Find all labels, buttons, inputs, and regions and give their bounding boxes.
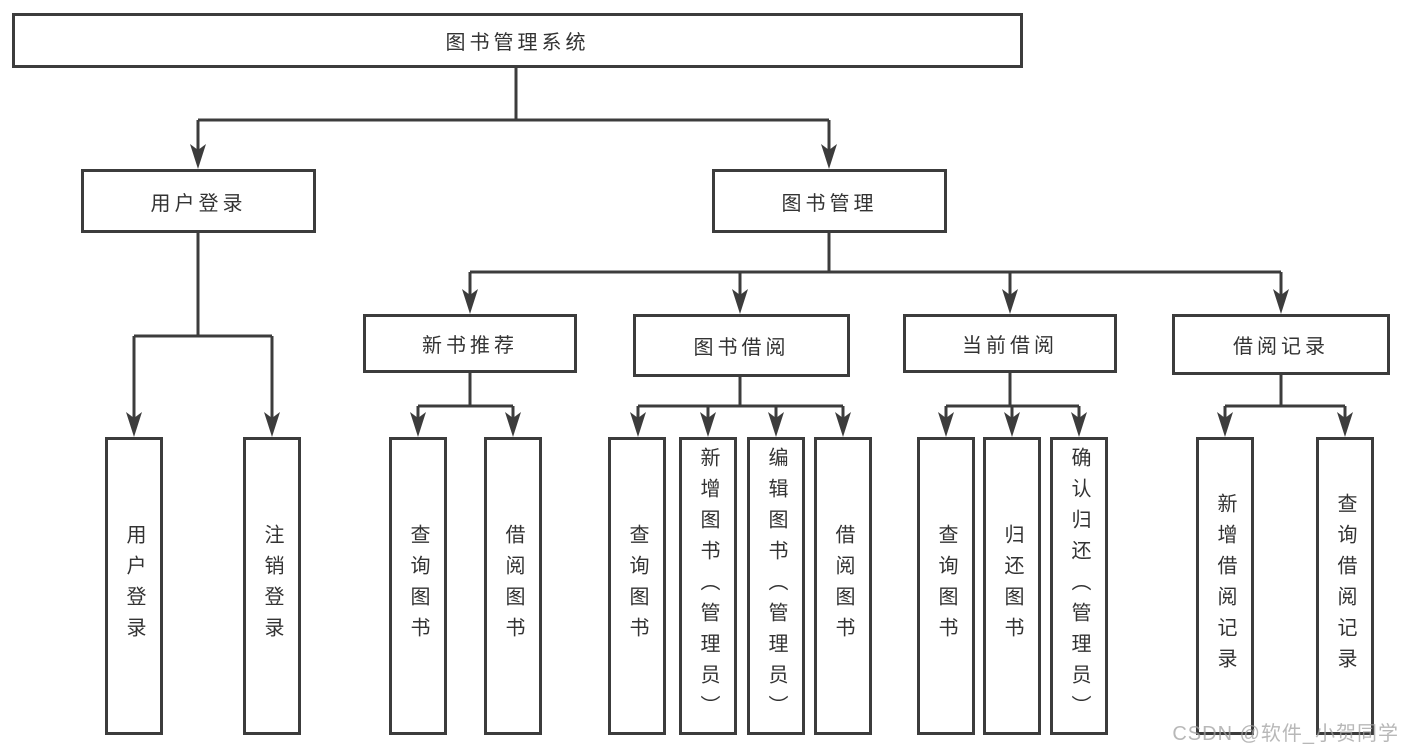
node-label: 借阅图书 [502,524,524,648]
node-label: 新书推荐 [422,335,518,357]
csdn-watermark: CSDN @软件_小贺同学 [1172,723,1399,745]
node-label: 图书管理 [781,192,878,215]
leaf-query-books: 查询图书 [608,437,666,735]
node-label: 借阅图书 [832,524,854,648]
leaf-confirm-return-admin: 确认归还（管理员） [1050,437,1108,735]
node-book-management: 图书管理 [712,169,947,233]
node-current-borrow: 当前借阅 [903,314,1117,373]
leaf-edit-books-admin: 编辑图书（管理员） [747,437,805,735]
node-label: 查询借阅记录 [1334,493,1356,679]
leaf-query-books: 查询图书 [389,437,447,735]
node-borrow-records: 借阅记录 [1172,314,1390,375]
leaf-borrow-books: 借阅图书 [814,437,872,735]
leaf-query-borrow-record: 查询借阅记录 [1316,437,1374,735]
node-label: 查询图书 [626,524,648,648]
node-label: 新增图书（管理员） [697,446,719,726]
leaf-return-books: 归还图书 [983,437,1041,735]
node-book-borrow: 图书借阅 [633,314,850,377]
node-label: 归还图书 [1001,524,1023,648]
node-label: 查询图书 [407,524,429,648]
node-label: 查询图书 [935,524,957,648]
node-label: 新增借阅记录 [1214,493,1236,679]
node-label: 用户登录 [150,192,247,215]
leaf-add-borrow-record: 新增借阅记录 [1196,437,1254,735]
leaf-add-books-admin: 新增图书（管理员） [679,437,737,735]
node-label: 编辑图书（管理员） [765,446,787,726]
node-label: 用户登录 [123,524,145,648]
node-label: 当前借阅 [962,335,1058,357]
leaf-query-books: 查询图书 [917,437,975,735]
node-label: 图书管理系统 [445,32,590,54]
node-label: 图书借阅 [693,337,790,359]
node-new-book-recommend: 新书推荐 [363,314,577,373]
leaf-borrow-books: 借阅图书 [484,437,542,735]
node-label: 注销登录 [261,524,283,648]
node-label: 确认归还（管理员） [1068,446,1090,726]
leaf-user-login: 用户登录 [105,437,163,735]
leaf-logout: 注销登录 [243,437,301,735]
node-library-management-system: 图书管理系统 [12,13,1023,68]
node-label: 借阅记录 [1233,336,1329,358]
node-user-login: 用户登录 [81,169,316,233]
